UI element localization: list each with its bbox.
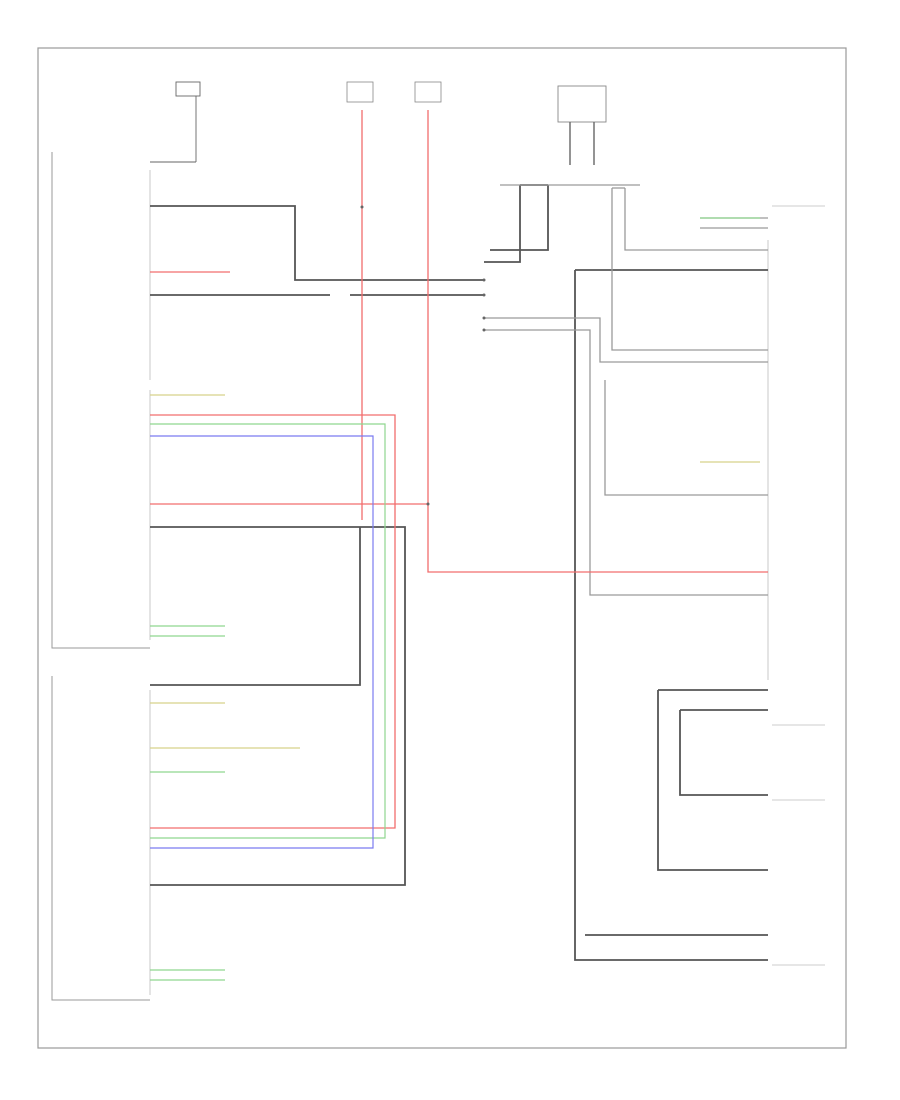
fuse-symbols-top bbox=[346, 81, 442, 103]
ground-symbol-top bbox=[150, 81, 201, 163]
diagram-frame bbox=[37, 47, 847, 1049]
left-module-outline bbox=[51, 152, 150, 649]
right-component-outlines bbox=[772, 205, 825, 966]
wires-green bbox=[150, 217, 760, 981]
wires-red bbox=[150, 110, 768, 829]
splice-points bbox=[360, 205, 486, 506]
top-right-component-box bbox=[557, 85, 607, 123]
left-module-outline-lower bbox=[51, 676, 150, 1001]
wires-gray bbox=[484, 184, 768, 596]
wires-yellow bbox=[150, 394, 760, 749]
wires-blue bbox=[150, 435, 374, 849]
wires-dark bbox=[150, 184, 768, 961]
